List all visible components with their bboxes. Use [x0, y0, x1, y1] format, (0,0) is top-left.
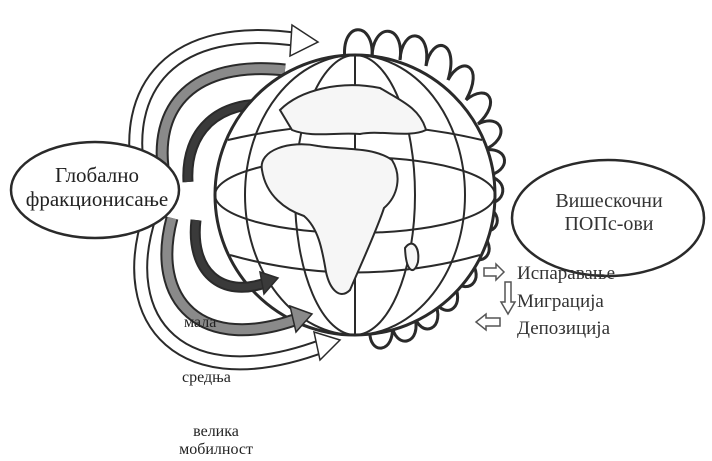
mobility-large-line1: велика	[166, 423, 266, 441]
semivolatile-pops-label: Вишескочни ПОПс-ови	[510, 190, 708, 236]
semivolatile-line2: ПОПс-ови	[510, 213, 708, 236]
mobility-medium-label: средња	[182, 369, 231, 387]
global-fractionation-line1: Глобално	[12, 163, 182, 187]
semivolatile-line1: Вишескочни	[510, 190, 708, 213]
mobility-large-label: велика мобилност	[166, 423, 266, 460]
evaporation-arrow-icon	[484, 264, 504, 280]
legend-evaporation: Испаравање	[517, 263, 615, 285]
legend-deposition: Депозиција	[517, 318, 610, 340]
deposition-arrow-icon	[476, 314, 500, 330]
large-mobility-arrowhead	[314, 332, 340, 360]
global-fractionation-line2: фракционисање	[12, 187, 182, 211]
legend-migration: Миграција	[517, 291, 604, 313]
mobility-small-label: мала	[184, 314, 216, 332]
mobility-large-line2: мобилност	[166, 441, 266, 459]
globe	[215, 55, 495, 335]
migration-arrow-icon	[501, 282, 515, 314]
global-fractionation-label: Глобално фракционисање	[12, 163, 182, 211]
large-mobility-arrowhead-top	[290, 25, 318, 56]
